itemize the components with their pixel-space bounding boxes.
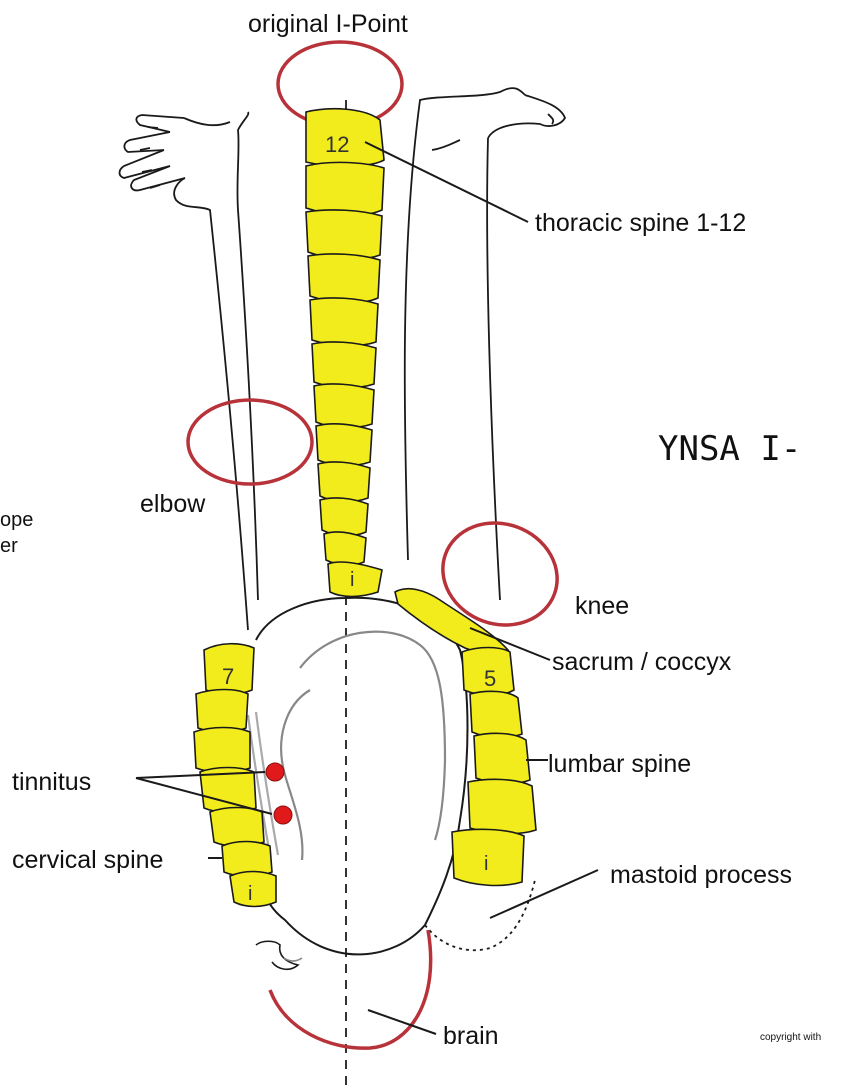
left-edge-fragment-2: er [0,535,18,557]
elbow-label: elbow [140,490,206,518]
sacrum-coccyx-label: sacrum / coccyx [552,648,732,676]
thoracic-spine-label: thoracic spine 1-12 [535,209,746,237]
ear-lobe-detail [256,941,302,969]
cervical-top-number: 7 [222,664,234,689]
tinnitus-dot-upper [266,763,284,781]
brain-arc [270,930,431,1048]
thoracic-top-number: 12 [325,132,349,157]
cervical-spine-label: cervical spine [12,846,163,874]
thoracic-bottom-number: i [350,569,354,591]
copyright-label: copyright with [760,1032,821,1043]
tinnitus-dot-lower [274,806,292,824]
original-i-point-label: original I-Point [248,10,408,38]
knee-label: knee [575,592,629,620]
thoracic-spine [306,109,384,597]
mastoid-process-label: mastoid process [610,861,792,889]
lumbar-bottom-number: i [484,853,488,875]
lumbar-top-number: 5 [484,666,496,691]
left-arm-outline [120,112,259,630]
tinnitus-label: tinnitus [12,768,91,796]
brain-label: brain [443,1022,499,1050]
ear-outline [256,598,468,955]
thoracic-leader [365,142,528,222]
brain-leader [368,1010,436,1034]
title-fragment: YNSA I- [658,429,801,469]
left-edge-fragment-1: ope [0,509,33,531]
cervical-bottom-number: i [248,883,252,905]
lumbar-spine-label: lumbar spine [548,750,691,778]
